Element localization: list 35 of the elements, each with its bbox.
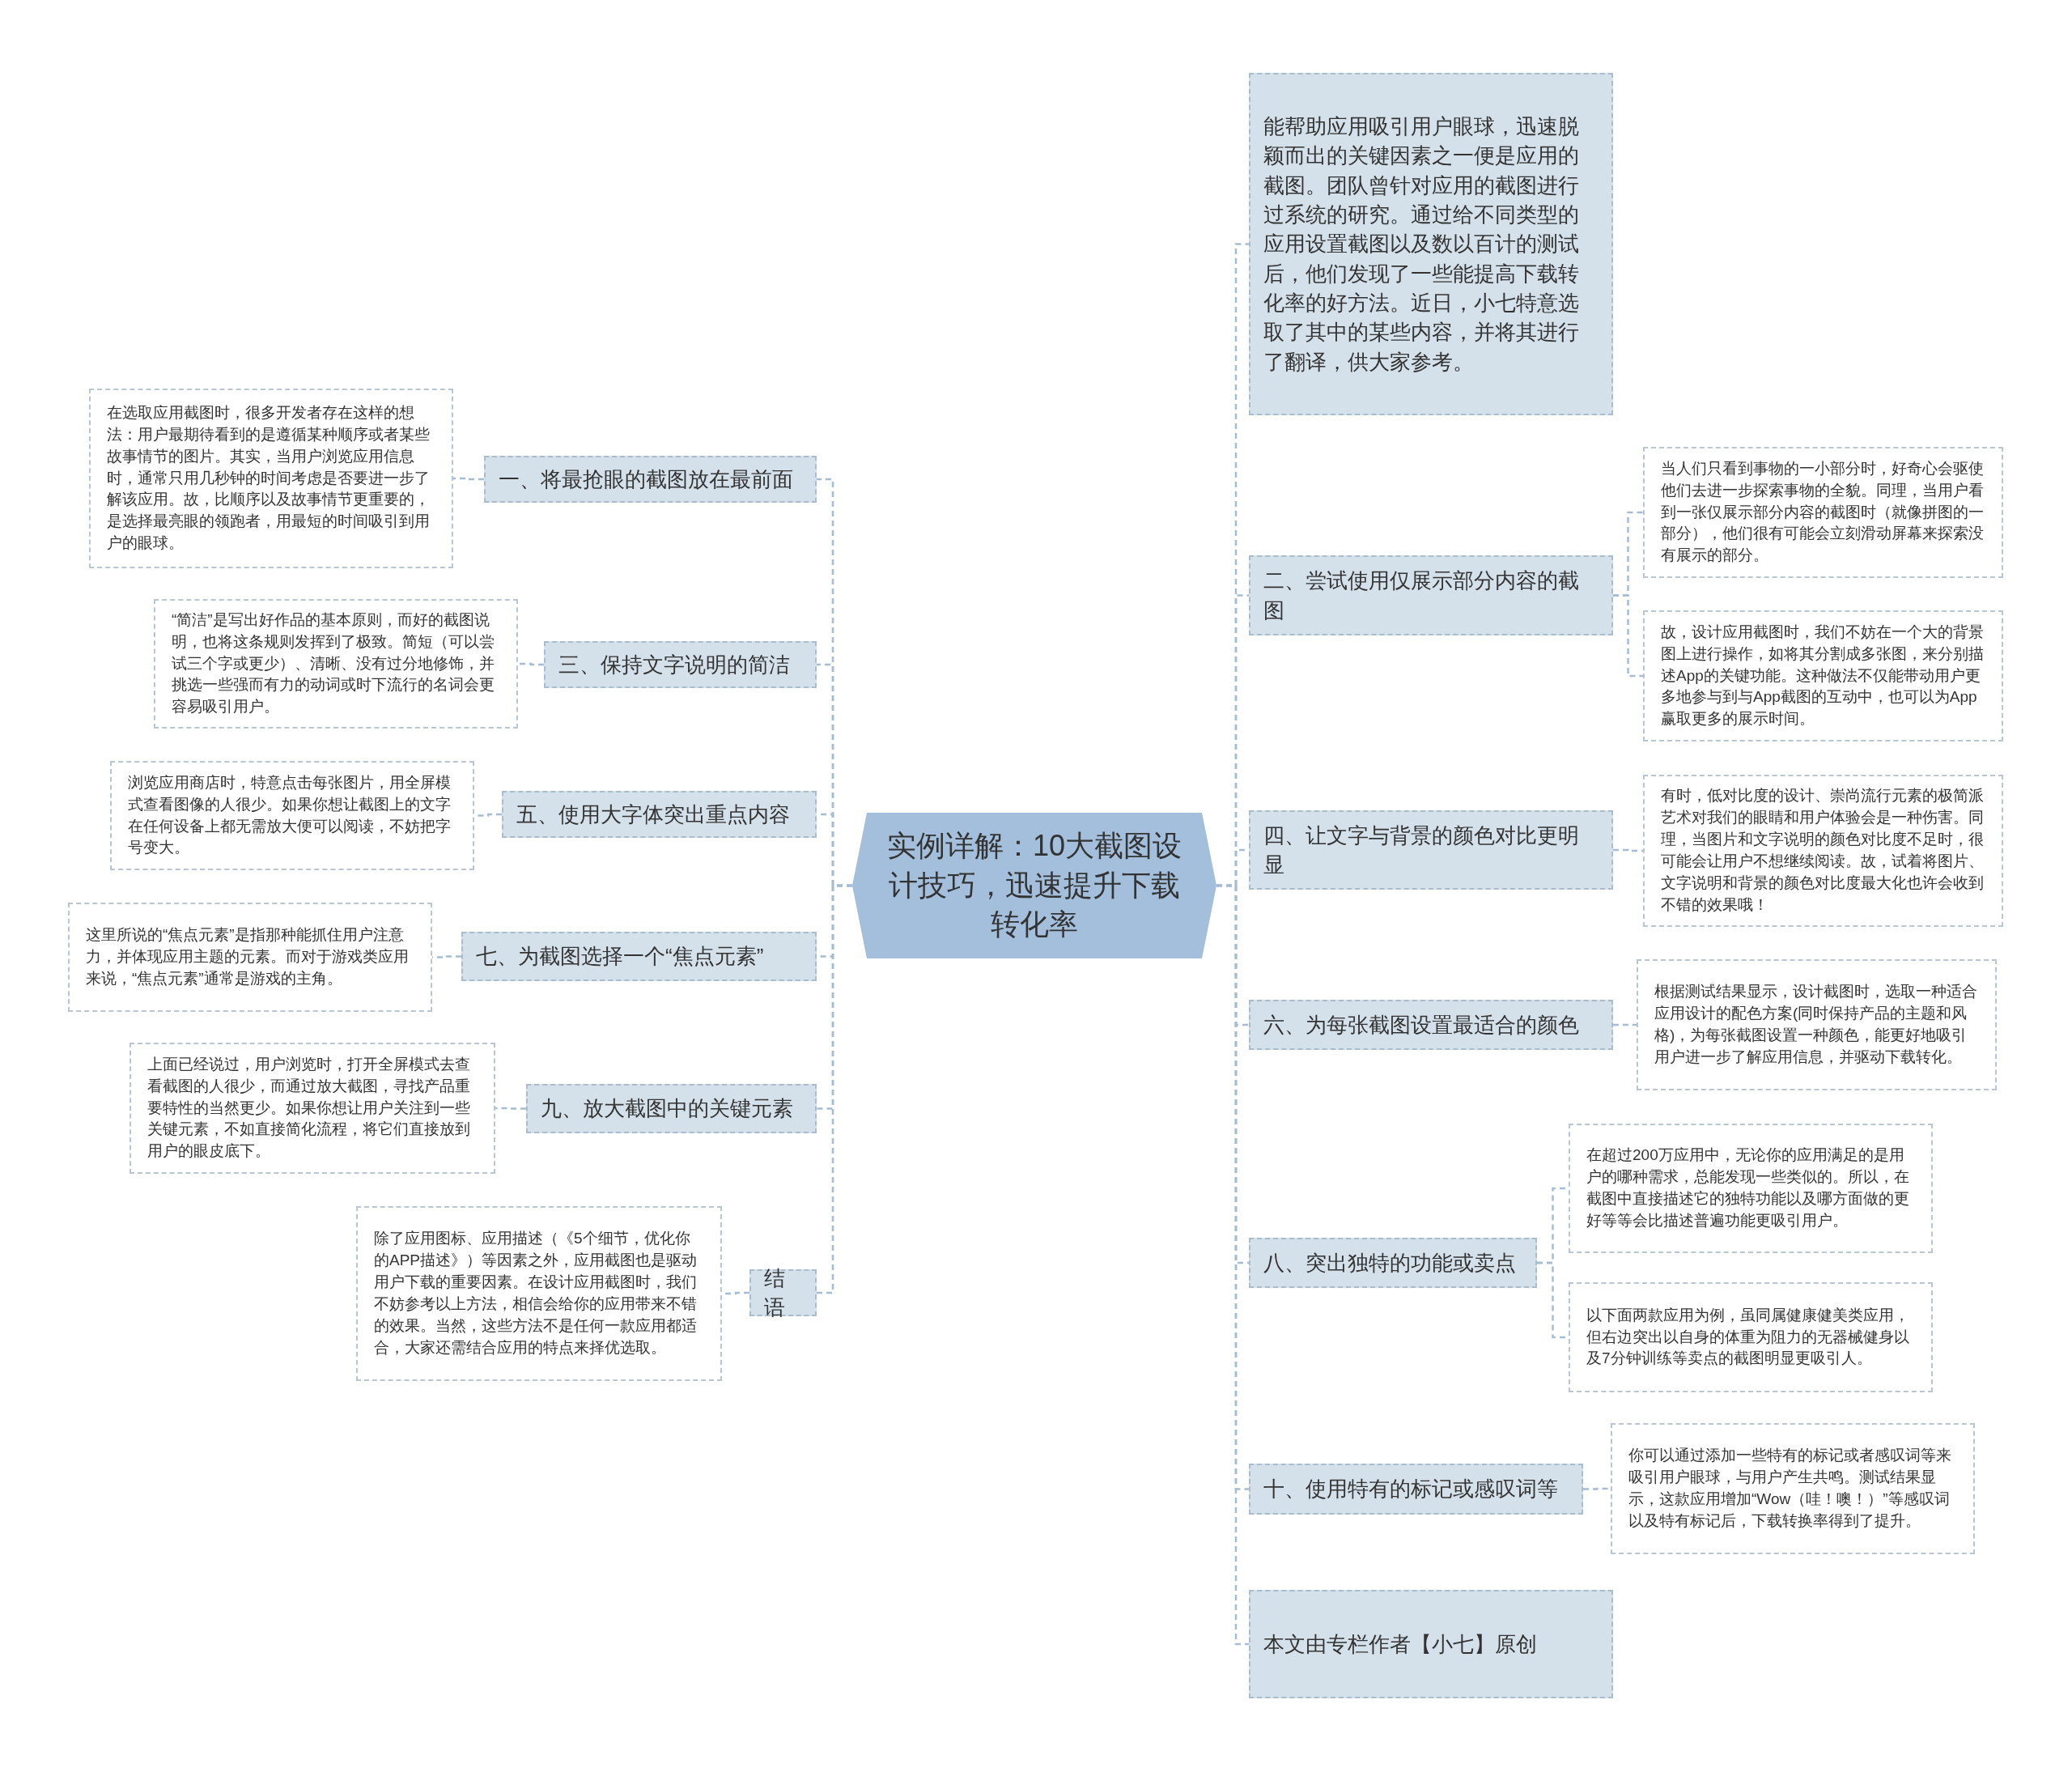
note-box: 故，设计应用截图时，我们不妨在一个大的背景图上进行操作，如将其分割成多张图，来分别描述App的关键功能。这种做法不仅能带动用户更多地参与到与App截图的互动中，也可以为App赢取更多的展示时间。 [1643,610,2003,742]
central-topic: 实例详解：10大截图设计技巧，迅速提升下载转化率 [852,813,1216,958]
topic-box: 四、让文字与背景的颜色对比更明显 [1249,810,1613,890]
topic-box: 七、为截图选择一个“焦点元素” [461,932,817,981]
topic-box: 三、保持文字说明的简洁 [544,641,817,688]
topic-box: 能帮助应用吸引用户眼球，迅速脱颖而出的关键因素之一便是应用的截图。团队曾针对应用的截图进行过系统的研究。通过给不同类型的应用设置截图以及数以百计的测试后，他们发现了一些能提高下载转化率的好方法。近日，小七特意选取了其中的某些内容，并将其进行了翻译，供大家参考。 [1249,73,1613,415]
connector-line [817,884,852,1294]
connector-line [495,1107,526,1110]
connector-line [453,477,484,481]
topic-box: 一、将最抢眼的截图放在最前面 [484,456,817,503]
connector-line [1613,1023,1637,1026]
note-box: 在超过200万应用中，无论你的应用满足的是用户的哪种需求，总能发现一些类似的。所以，在截图中直接描述它的独特功能以及哪方面做的更好等等会比描述普遍功能更吸引用户。 [1569,1124,1933,1253]
topic-box: 六、为每张截图设置最适合的颜色 [1249,1000,1613,1050]
note-box: 上面已经说过，用户浏览时，打开全屏模式去查看截图的人很少，而通过放大截图，寻找产品重要特性的当然更少。如果你想让用户关注到一些关键元素，不如直接简化流程，将它们直接放到用户的眼皮底下。 [130,1043,495,1174]
connector-line [1613,848,1643,852]
connector-line [1583,1487,1611,1490]
note-box: 当人们只看到事物的一小部分时，好奇心会驱使他们去进一步探索事物的全貌。同理，当用户看到一张仅展示部分内容的截图时（就像拼图的一部分），他们很有可能会立刻滑动屏幕来探索没有展示的部分。 [1643,447,2003,578]
note-box: 有时，低对比度的设计、崇尚流行元素的极简派艺术对我们的眼睛和用户体验会是一种伤害。同理，当图片和文字说明的颜色对比度不足时，很可能会让用户不想继续阅读。故，试着将图片、文字说明和背景的颜色对比度最大化也许会收到不错的效果哦！ [1643,775,2003,927]
topic-box: 十、使用特有的标记或感叹词等 [1249,1464,1583,1515]
note-box: 除了应用图标、应用描述（《5个细节，优化你的APP描述》）等因素之外，应用截图也是驱动用户下载的重要因素。在设计应用截图时，我们不妨参考以上方法，相信会给你的应用带来不错的效果。当然，这些方法不是任何一款应用都适合，大家还需结合应用的特点来择优选取。 [356,1206,722,1381]
note-box: 你可以通过添加一些特有的标记或者感叹词等来吸引用户眼球，与用户产生共鸣。测试结果显示，这款应用增加“Wow（哇！噢！）”等感叹词以及特有标记后，下载转换率得到了提升。 [1611,1423,1975,1554]
connector-line [1613,594,1643,678]
topic-box: 五、使用大字体突出重点内容 [502,791,817,838]
note-box: 以下面两款应用为例，虽同属健康健美类应用，但右边突出以自身的体重为阻力的无器械健身以及7分钟训练等卖点的截图明显更吸引人。 [1569,1282,1933,1392]
note-box: 这里所说的“焦点元素”是指那种能抓住用户注意力，并体现应用主题的元素。而对于游戏类应用来说，“焦点元素”通常是游戏的主角。 [68,903,432,1012]
connector-line [518,662,544,666]
note-box: 浏览应用商店时，特意点击每张图片，用全屏模式查看图像的人很少。如果你想让截图上的文字在任何设备上都无需放大便可以阅读，不妨把字号变大。 [110,761,474,870]
note-box: “简洁”是写出好作品的基本原则，而好的截图说明，也将这条规则发挥到了极致。简短（可以尝试三个字或更少）、清晰、没有过分地修饰，并挑选一些强而有力的动词或时下流行的名词会更容易吸引用户。 [154,599,518,729]
note-box: 根据测试结果显示，设计截图时，选取一种适合应用设计的配色方案(同时保持产品的主题和风格)，为每张截图设置一种颜色，能更好地吸引用户进一步了解应用信息，并驱动下载转化。 [1637,959,1997,1090]
topic-box: 九、放大截图中的关键元素 [526,1084,817,1133]
topic-box: 结语 [749,1269,817,1316]
topic-box: 二、尝试使用仅展示部分内容的截图 [1249,555,1613,635]
topic-box: 八、突出独特的功能或卖点 [1249,1238,1537,1288]
note-box: 在选取应用截图时，很多开发者存在这样的想法：用户最期待看到的是遵循某种顺序或者某些故事情节的图片。其实，当用户浏览应用信息时，通常只用几秒钟的时间考虑是否要进一步了解该应用。故，比顺序以及故事情节更重要的，是选择最亮眼的领跑者，用最短的时间吸引到用户的眼球。 [89,389,453,568]
topic-box: 本文由专栏作者【小七】原创 [1249,1590,1613,1698]
